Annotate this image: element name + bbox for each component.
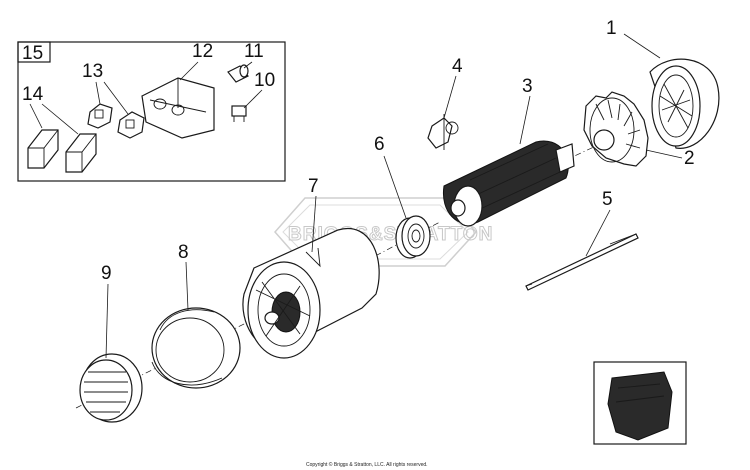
- callout-9: 9: [101, 263, 112, 284]
- copyright-text: Copyright © Briggs & Stratton, LLC. All …: [306, 461, 428, 468]
- part-1-fan-housing: [649, 58, 720, 149]
- kit-inset-box: 15 14 13 12: [17, 41, 286, 182]
- callout-5: 5: [602, 189, 613, 210]
- part-4-brush: [427, 114, 459, 150]
- part-12-cover-plate: [141, 77, 215, 139]
- part-14-connectors: [27, 129, 97, 173]
- part-8-end-bell: [151, 307, 241, 389]
- part-10-component: [231, 105, 247, 122]
- callout-11: 11: [244, 41, 264, 62]
- part-7-stator: [242, 227, 380, 359]
- callout-13: 13: [82, 61, 103, 82]
- callout-10: 10: [254, 70, 275, 91]
- detail-inset-box: [593, 361, 687, 445]
- callout-8: 8: [178, 242, 189, 263]
- kit-label-box: [17, 41, 51, 63]
- part-3-rotor: [442, 140, 575, 227]
- part-11-cylinder: [227, 64, 249, 83]
- callout-4: 4: [452, 56, 463, 77]
- part-5-bolt: [525, 233, 639, 291]
- callout-6: 6: [374, 134, 385, 155]
- part-9-end-cover: [79, 353, 143, 423]
- part-13-plates: [87, 103, 145, 139]
- callout-12: 12: [192, 41, 213, 62]
- detail-inset-outline: [593, 361, 687, 445]
- callout-1: 1: [606, 18, 617, 39]
- kit-box-outline: [17, 41, 286, 182]
- callout-2: 2: [684, 148, 695, 169]
- callout-3: 3: [522, 76, 533, 97]
- callout-7: 7: [308, 176, 319, 197]
- part-2-fan: [583, 91, 649, 167]
- callout-14: 14: [22, 84, 44, 105]
- part-6-bearing: [395, 215, 431, 259]
- callout-15: 15: [22, 43, 43, 64]
